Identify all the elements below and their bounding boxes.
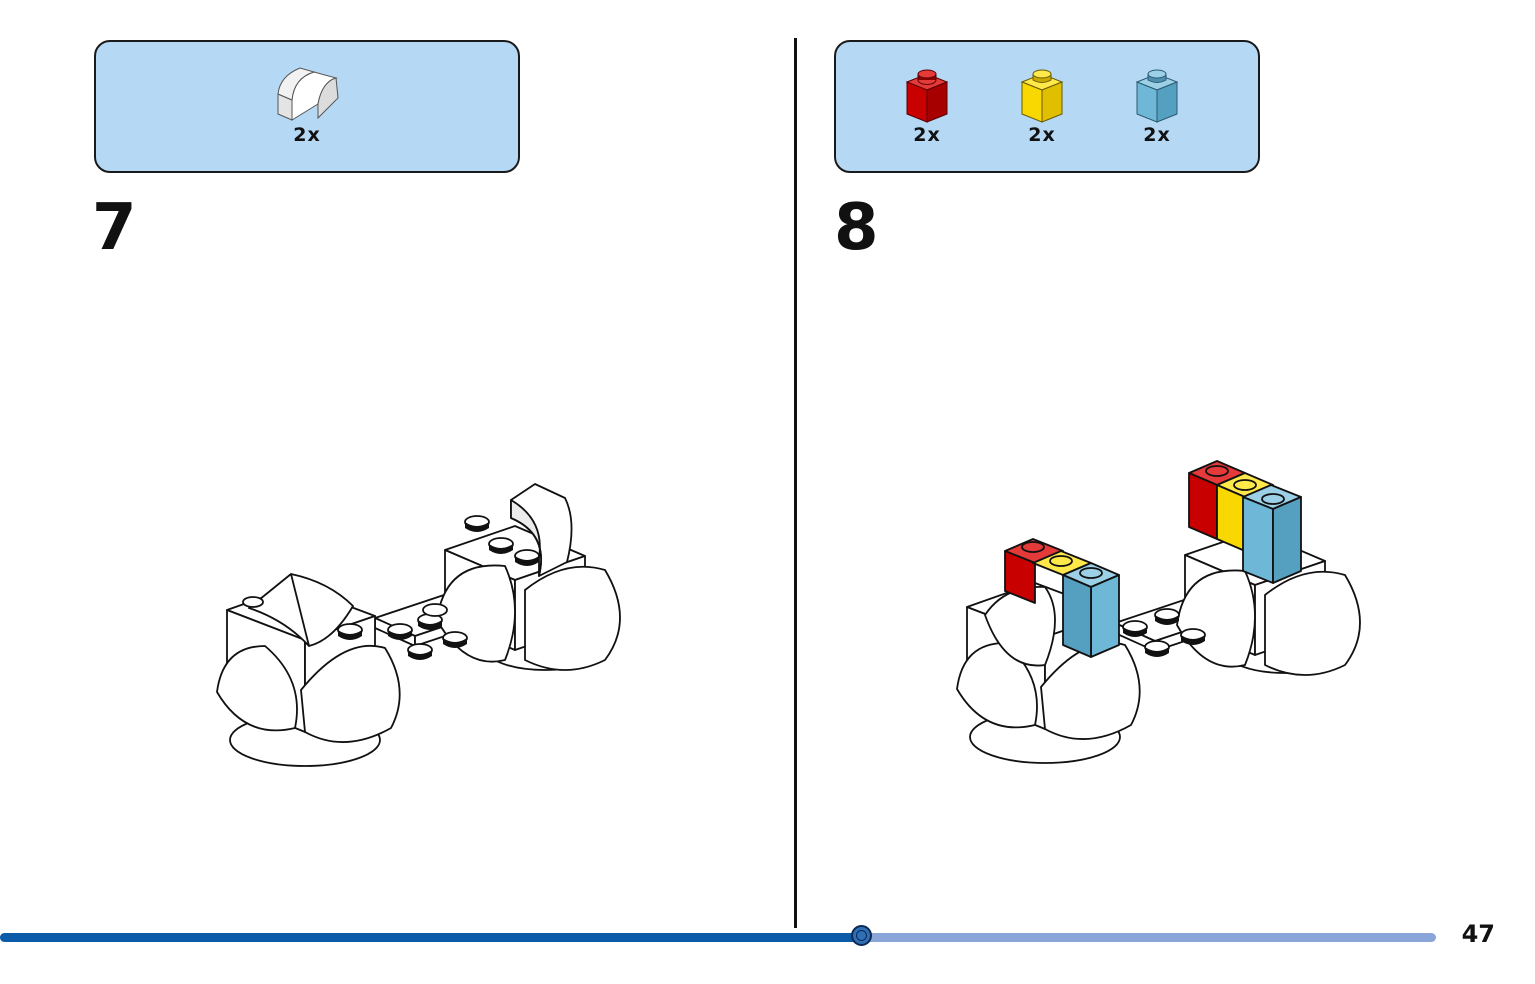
step-8-part-1: 2x bbox=[892, 66, 962, 146]
step-8-part-3: 2x bbox=[1122, 66, 1192, 146]
blue-1x1-brick-icon bbox=[1135, 69, 1179, 123]
step-7-part-1: 2x bbox=[272, 64, 342, 146]
red-1x1-brick-icon bbox=[905, 69, 949, 123]
step-number-8: 8 bbox=[834, 191, 879, 265]
instruction-progress-bar bbox=[0, 925, 1436, 946]
step-number-7: 7 bbox=[92, 191, 137, 265]
page-number: 47 bbox=[1461, 920, 1495, 948]
part-count: 2x bbox=[913, 124, 941, 146]
step-8-parts-callout: 2x 2x 2x bbox=[834, 40, 1260, 173]
progress-marker bbox=[850, 925, 872, 946]
page-divider bbox=[794, 38, 797, 928]
step-8-build-illustration bbox=[956, 460, 1361, 764]
part-count: 2x bbox=[293, 124, 321, 146]
white-curved-slope-brick-icon bbox=[277, 67, 339, 121]
part-count: 2x bbox=[1028, 124, 1056, 146]
yellow-1x1-brick-icon bbox=[1020, 69, 1064, 123]
step-8-part-2: 2x bbox=[1007, 66, 1077, 146]
step-7-build-illustration bbox=[216, 483, 621, 767]
part-count: 2x bbox=[1143, 124, 1171, 146]
step-7-parts-callout: 2x bbox=[94, 40, 520, 173]
progress-fill bbox=[0, 933, 862, 942]
